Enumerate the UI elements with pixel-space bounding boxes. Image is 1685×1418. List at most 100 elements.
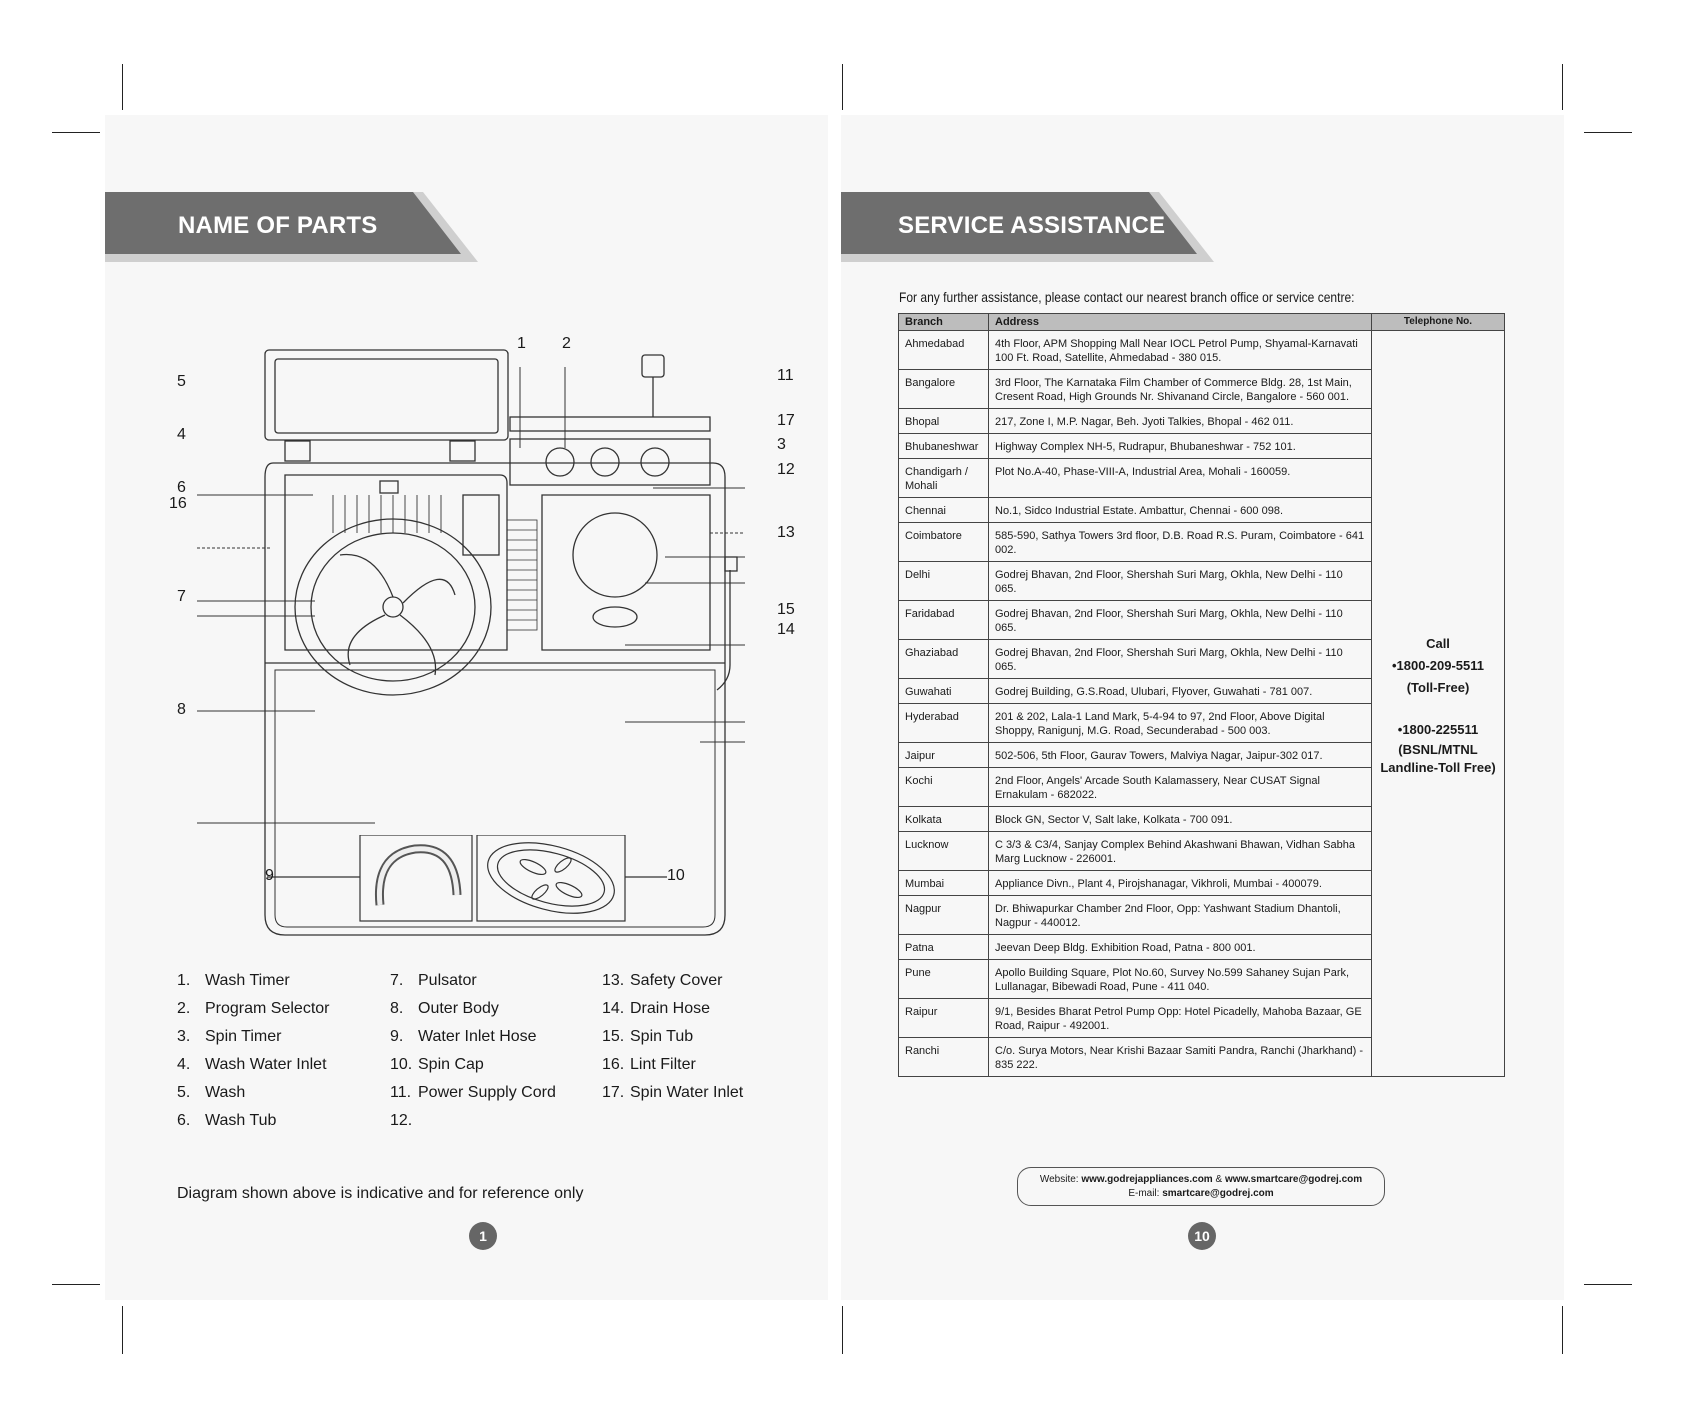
spin-timer-knob xyxy=(640,447,670,477)
branch-address: 4th Floor, APM Shopping Mall Near IOCL P… xyxy=(988,330,1372,370)
part-label: Wash xyxy=(205,1084,246,1101)
page-number: 10 xyxy=(1188,1222,1216,1250)
part-item: 12. xyxy=(390,1107,556,1135)
part-label: Spin Cap xyxy=(418,1056,484,1073)
branch-address: 201 & 202, Lala-1 Land Mark, 5-4-94 to 9… xyxy=(988,703,1372,743)
callout-8: 8 xyxy=(177,701,186,718)
part-item: 7.Pulsator xyxy=(390,967,556,995)
hinge xyxy=(449,440,476,462)
part-number: 6. xyxy=(177,1112,191,1129)
tel-call: Call xyxy=(1426,635,1450,651)
branch-address: Highway Complex NH-5, Rudrapur, Bhubanes… xyxy=(988,433,1372,459)
spacer xyxy=(1378,699,1498,719)
part-number: 4. xyxy=(177,1056,191,1073)
pulsator-blade xyxy=(347,614,386,666)
callout-13: 13 xyxy=(777,524,795,541)
crop-mark xyxy=(52,1284,100,1285)
accessories xyxy=(267,835,667,922)
part-item: 14.Drain Hose xyxy=(602,995,743,1023)
website-link[interactable]: www.godrejappliances.com xyxy=(1081,1174,1213,1185)
branch-address: Appliance Divn., Plant 4, Pirojshanagar,… xyxy=(988,870,1372,896)
part-label: Program Selector xyxy=(205,1000,330,1017)
safety-cover xyxy=(572,512,658,598)
email-line: E-mail: smartcare@godrej.com xyxy=(1018,1187,1384,1201)
branch-name: Guwahati xyxy=(898,678,989,704)
parts-page: NAME OF PARTS xyxy=(105,115,828,1300)
branch-address: 9/1, Besides Bharat Petrol Pump Opp: Hot… xyxy=(988,998,1372,1038)
callout-12: 12 xyxy=(777,461,795,478)
branch-address: Apollo Building Square, Plot No.60, Surv… xyxy=(988,959,1372,999)
spin-cap-box xyxy=(476,835,626,922)
section-banner: SERVICE ASSISTANCE xyxy=(841,192,1214,262)
website-label: Website: xyxy=(1039,1174,1079,1185)
callout-4: 4 xyxy=(177,426,186,443)
disclaimer: Diagram shown above is indicative and fo… xyxy=(177,1185,584,1202)
branch-name: Kolkata xyxy=(898,806,989,832)
part-item: 17.Spin Water Inlet xyxy=(602,1079,743,1107)
part-label: Outer Body xyxy=(418,1000,499,1017)
drain-hose-tip xyxy=(724,556,738,572)
latch xyxy=(379,480,399,494)
branch-address: C/o. Surya Motors, Near Krishi Bazaar Sa… xyxy=(988,1037,1372,1077)
part-item: 1.Wash Timer xyxy=(177,967,330,995)
lid-panel xyxy=(274,358,499,434)
branch-address: Plot No.A-40, Phase-VIII-A, Industrial A… xyxy=(988,458,1372,498)
part-item: 8.Outer Body xyxy=(390,995,556,1023)
inlet-hose-inner xyxy=(376,846,460,906)
branch-name: Ahmedabad xyxy=(898,330,989,370)
branch-address: Godrej Bhavan, 2nd Floor, Shershah Suri … xyxy=(988,600,1372,640)
crop-mark xyxy=(1562,64,1563,110)
part-number: 9. xyxy=(390,1028,404,1045)
grille xyxy=(506,519,538,631)
website-link[interactable]: www.smartcare@godrej.com xyxy=(1224,1174,1363,1185)
section-title: NAME OF PARTS xyxy=(178,212,378,239)
tel-landline-number: •1800-225511 xyxy=(1397,721,1479,737)
callout-17: 17 xyxy=(777,412,795,429)
crop-mark xyxy=(122,64,123,110)
callout-9: 9 xyxy=(265,867,274,884)
branch-address: Godrej Bhavan, 2nd Floor, Shershah Suri … xyxy=(988,561,1372,601)
crop-mark xyxy=(1584,1284,1632,1285)
spin-cap-icon xyxy=(487,842,615,914)
part-item: 9.Water Inlet Hose xyxy=(390,1023,556,1051)
part-number: 16. xyxy=(602,1056,625,1073)
spin-cap-slot xyxy=(531,884,549,900)
branch-address: Jeevan Deep Bldg. Exhibition Road, Patna… xyxy=(988,934,1372,960)
part-item: 11.Power Supply Cord xyxy=(390,1079,556,1107)
branch-name: Jaipur xyxy=(898,742,989,768)
branch-name: Chandigarh / Mohali xyxy=(898,458,989,498)
spin-cap-seat xyxy=(592,606,638,628)
table-header: Branch Address Telephone No. xyxy=(898,313,1505,331)
branch-name: Ranchi xyxy=(898,1037,989,1077)
callout-6: 6 xyxy=(177,479,186,496)
banner-shape xyxy=(841,192,1214,262)
hose-box xyxy=(359,835,473,922)
branch-address: 585-590, Sathya Towers 3rd floor, D.B. R… xyxy=(988,522,1372,562)
wash-tub-opening xyxy=(284,474,508,651)
parts-list-col1: 1.Wash Timer 2.Program Selector 3.Spin T… xyxy=(177,967,330,1135)
part-label: Drain Hose xyxy=(630,1000,711,1017)
part-item: 6.Wash Tub xyxy=(177,1107,330,1135)
spin-cap-slot xyxy=(519,858,547,876)
branch-name: Delhi xyxy=(898,561,989,601)
program-selector-knob xyxy=(590,447,620,477)
branch-address: C 3/3 & C3/4, Sanjay Complex Behind Akas… xyxy=(988,831,1372,871)
pulsator-blade xyxy=(399,614,437,676)
part-number: 12. xyxy=(390,1112,413,1129)
branch-name: Faridabad xyxy=(898,600,989,640)
email-link[interactable]: smartcare@godrej.com xyxy=(1162,1188,1274,1199)
crop-mark xyxy=(842,64,843,110)
section-title: SERVICE ASSISTANCE xyxy=(898,212,1166,239)
callout-14: 14 xyxy=(777,621,795,638)
branch-name: Kochi xyxy=(898,767,989,807)
pulsator-hub xyxy=(382,596,404,618)
branch-name: Raipur xyxy=(898,998,989,1038)
branch-address: Godrej Building, G.S.Road, Ulubari, Flyo… xyxy=(988,678,1372,704)
